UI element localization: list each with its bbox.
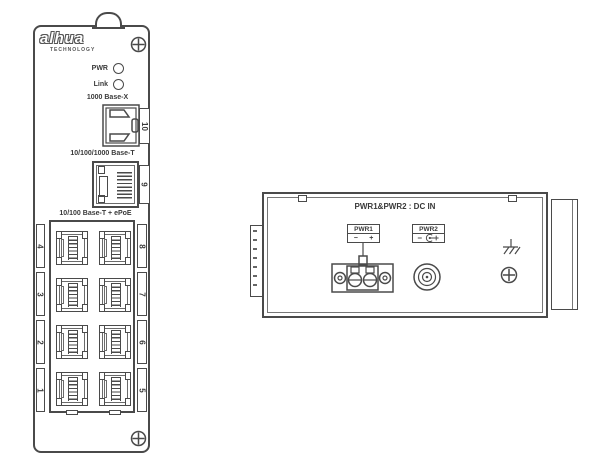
sfp-port-number: 10	[139, 108, 150, 144]
epoe-port-5	[99, 372, 131, 406]
rj45-pins	[68, 282, 78, 307]
rj45-latch	[99, 176, 108, 197]
pwr-led-icon	[113, 63, 124, 74]
din-rail-flange	[551, 199, 578, 310]
pwr2-label-box: PWR2	[412, 224, 445, 243]
sfp-port	[102, 104, 140, 147]
epoe-port-4	[56, 231, 88, 265]
front-panel-view: alhua TECHNOLOGY PWR Link 1000 Base-X 10…	[33, 12, 150, 453]
epoe-port-3	[56, 278, 88, 312]
sfp-section-label: 1000 Base-X	[86, 94, 129, 101]
pwr1-label: PWR1	[348, 225, 379, 234]
power-input-title: PWR1&PWR2 : DC IN	[354, 202, 436, 211]
port-number-8: 8	[137, 224, 147, 268]
pwr2-label: PWR2	[413, 225, 444, 234]
rj45-pins	[68, 235, 78, 260]
ground-icon	[503, 239, 521, 255]
brand-logo: alhua TECHNOLOGY	[40, 31, 95, 53]
epoe-port-1	[56, 372, 88, 406]
gigabit-section-label: 10/100/1000 Base-T	[70, 150, 135, 157]
port-number-7: 7	[137, 272, 147, 316]
panel-tab	[508, 195, 517, 202]
epoe-port-block	[49, 220, 135, 415]
top-knob	[92, 12, 125, 29]
rj45-contact-tab	[98, 195, 105, 203]
screw-icon	[130, 430, 147, 447]
pwr1-positive-mark: +	[369, 234, 374, 242]
port-number-3: 3	[36, 272, 45, 316]
port-number-4: 4	[36, 224, 45, 268]
terminal-block-icon	[331, 243, 394, 293]
rj45-contact-tab	[98, 166, 105, 174]
dc-jack-icon	[413, 263, 441, 291]
epoe-port-7	[99, 278, 131, 312]
link-led-label: Link	[93, 81, 108, 88]
port-number-5: 5	[137, 368, 147, 412]
epoe-port-8	[99, 231, 131, 265]
pwr-led-label: PWR	[91, 65, 108, 72]
screw-icon	[130, 36, 147, 53]
port-number-1: 1	[36, 368, 45, 412]
rj45-port-9	[92, 161, 139, 208]
brand-logo-text: alhua	[40, 30, 85, 47]
pwr1-negative-mark: −	[353, 234, 358, 242]
ground-screw-icon	[500, 266, 518, 284]
rj45-pins	[111, 235, 121, 260]
link-led-icon	[113, 79, 124, 90]
panel-tab	[298, 195, 307, 202]
rj45-pins	[111, 282, 121, 307]
epoe-port-2	[56, 325, 88, 359]
epoe-port-6	[99, 325, 131, 359]
rj45-pins	[111, 329, 121, 354]
block-tab	[66, 410, 78, 415]
dc-polarity-icon	[413, 234, 444, 242]
block-tab	[109, 410, 121, 415]
top-panel-view: PWR1&PWR2 : DC IN PWR1 − + PWR2	[262, 192, 548, 318]
port-number-2: 2	[36, 320, 45, 364]
pwr1-label-box: PWR1 − +	[347, 224, 380, 243]
port-number-6: 6	[137, 320, 147, 364]
rj45-pins	[111, 376, 121, 401]
epoe-section-label: 10/100 Base-T + ePoE	[59, 210, 132, 217]
rj45-pins	[117, 172, 132, 201]
rj45-pins	[68, 376, 78, 401]
brand-tagline: TECHNOLOGY	[50, 47, 96, 53]
gigabit-port-number: 9	[139, 165, 150, 204]
rj45-pins	[68, 329, 78, 354]
